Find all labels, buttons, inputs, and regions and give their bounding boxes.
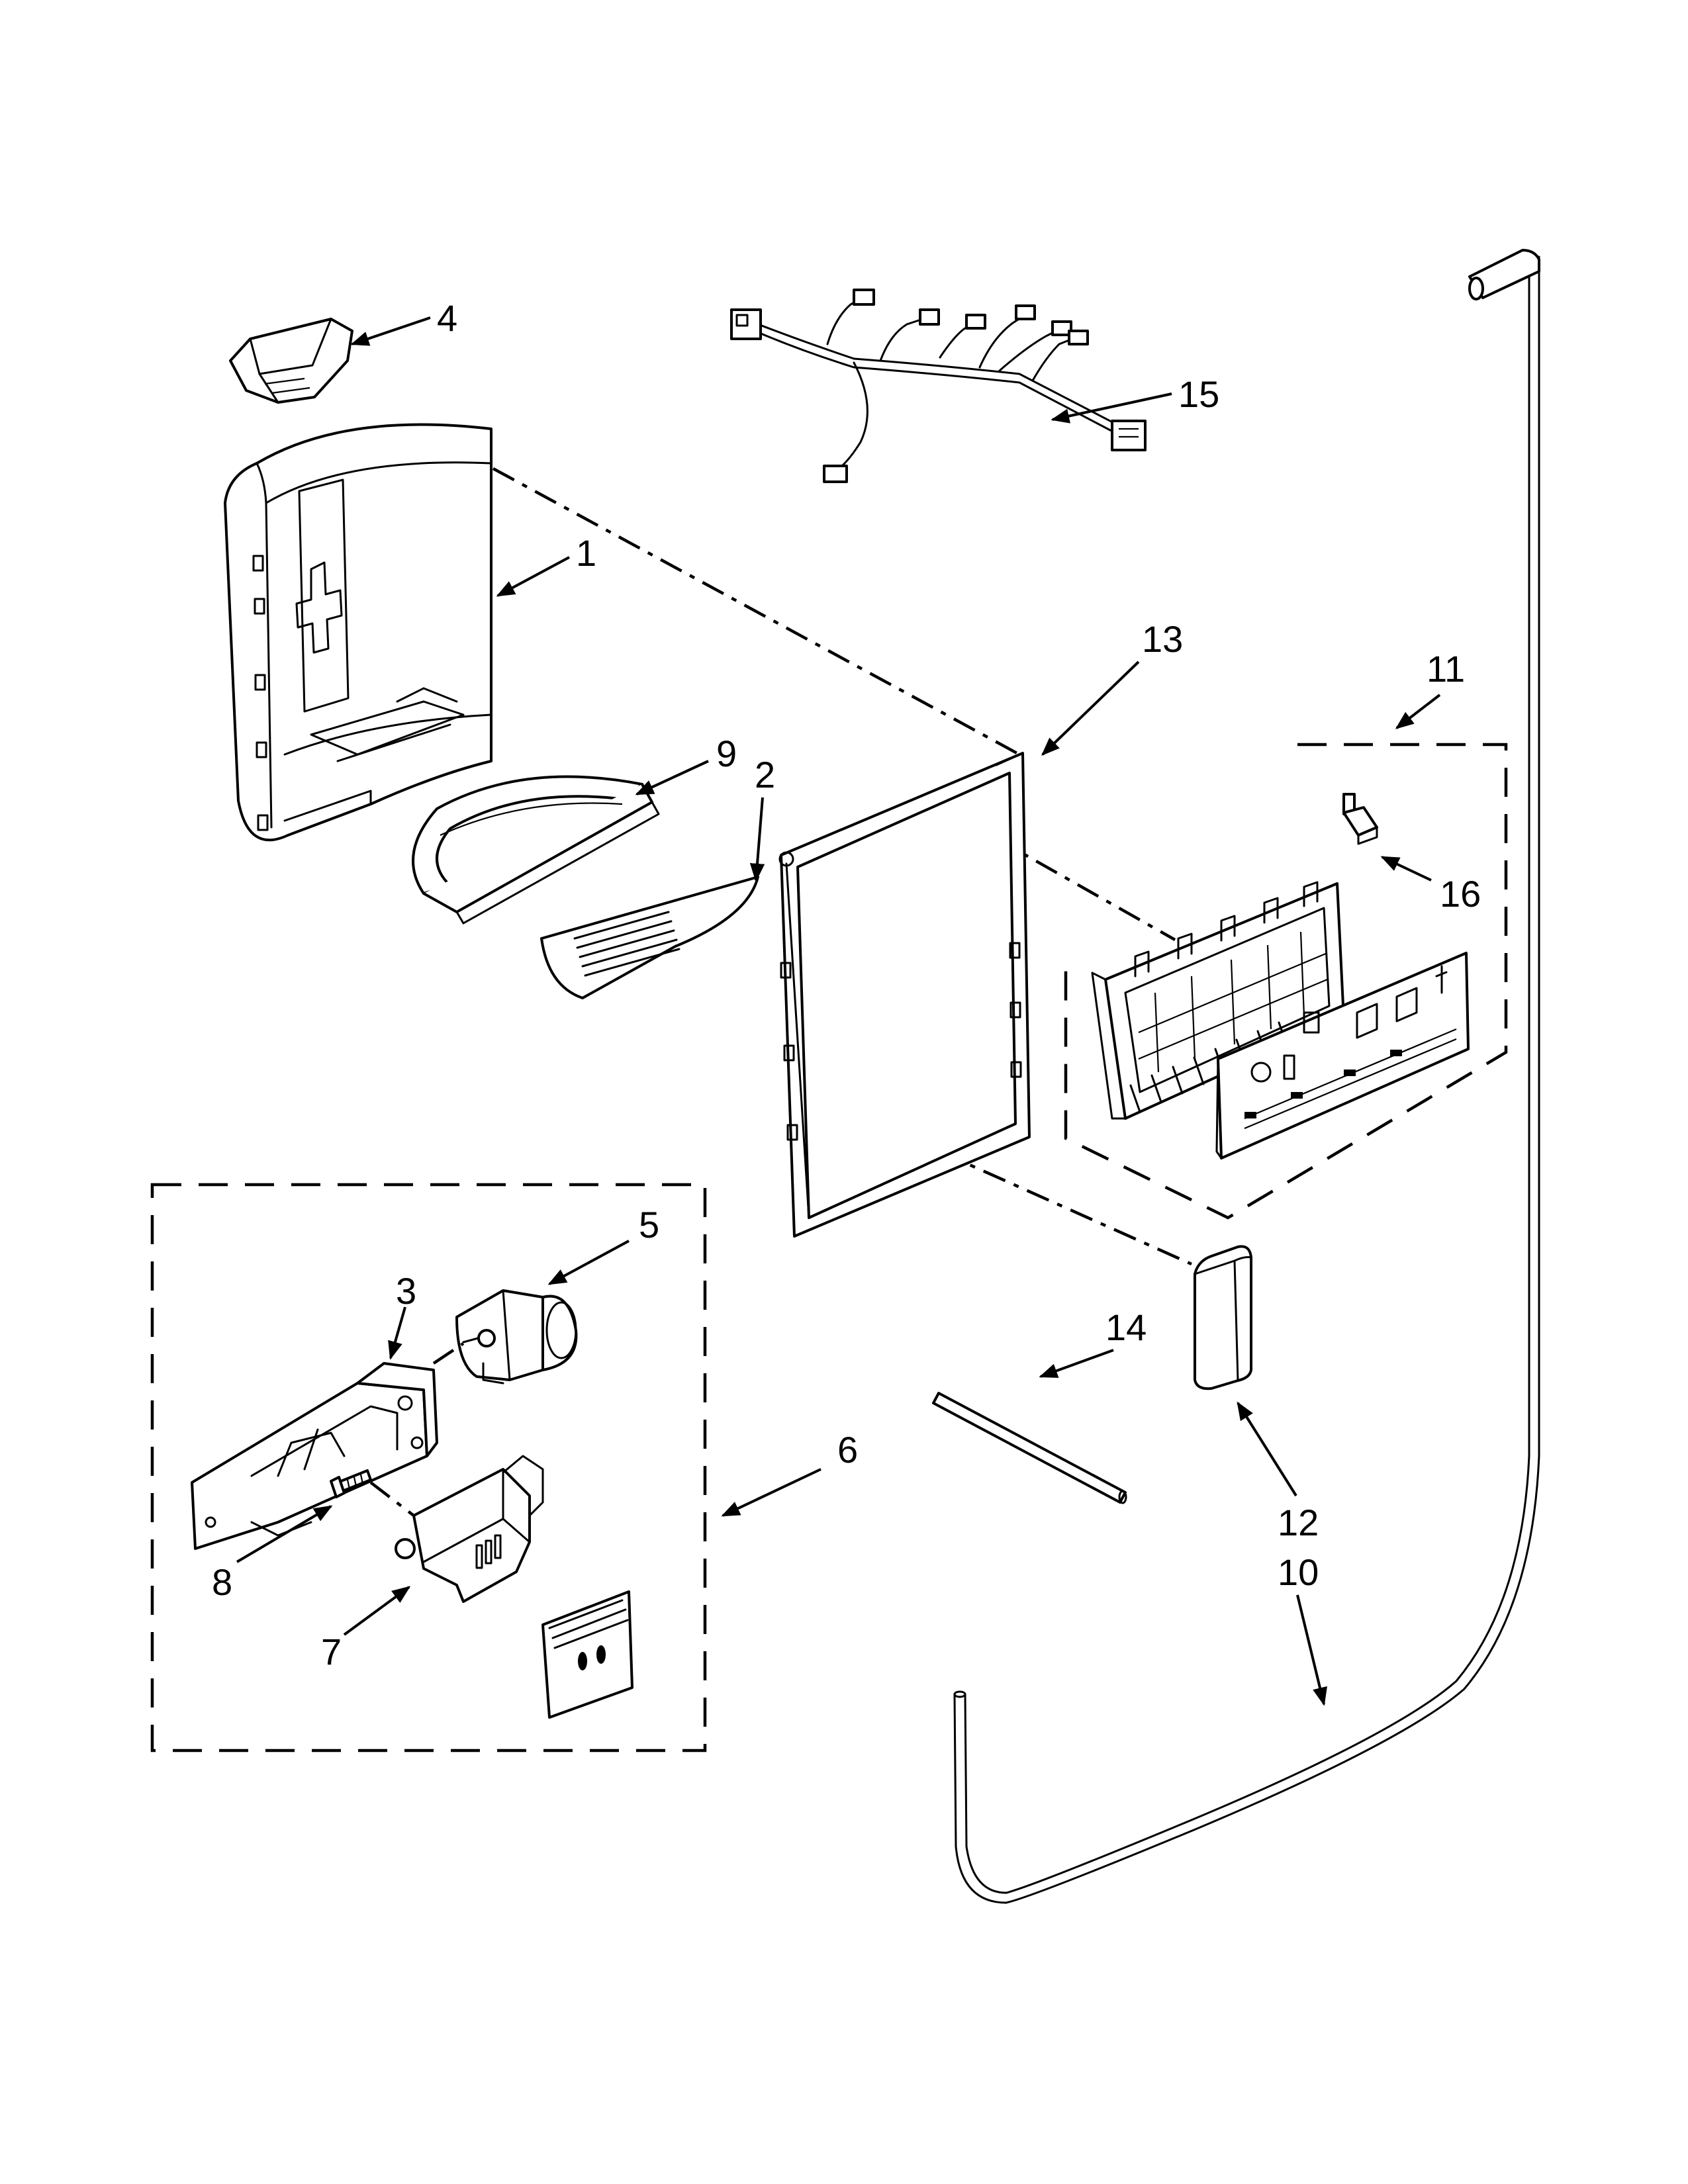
part-dispenser-frame — [778, 752, 1031, 1238]
callout-13: 13 — [1142, 618, 1183, 660]
part-wire-harness — [730, 289, 1147, 483]
part-actuator-bracket — [191, 1362, 438, 1550]
part-ice-door — [540, 876, 759, 999]
callout-10: 10 — [1278, 1551, 1319, 1593]
callout-12: 12 — [1278, 1502, 1319, 1543]
callout-6: 6 — [837, 1429, 858, 1471]
leader-lines — [236, 316, 1441, 1706]
part-motor — [455, 1289, 578, 1385]
housing-mounting-tabs — [252, 555, 269, 831]
callout-5: 5 — [639, 1204, 659, 1246]
callout-4: 4 — [437, 297, 457, 339]
callout-numbers: 4 15 1 13 11 9 2 16 5 3 14 6 12 10 8 7 — [212, 297, 1481, 1672]
part-switch-housing — [395, 1455, 544, 1603]
housing-to-frame-centerline — [492, 467, 1021, 756]
part-switch — [1342, 793, 1378, 845]
frame-to-panel-centerline — [952, 813, 1176, 941]
callout-15: 15 — [1178, 373, 1219, 415]
callout-8: 8 — [212, 1561, 232, 1603]
part-water-tube — [953, 249, 1540, 1904]
callout-2: 2 — [755, 754, 775, 796]
actuator-assembly-group-boundary — [150, 1183, 707, 1752]
callout-9: 9 — [716, 733, 737, 774]
part-control-panel-assembly — [1091, 881, 1470, 1160]
part-ice-door-gasket — [412, 775, 660, 925]
callout-7: 7 — [321, 1631, 342, 1672]
callout-14: 14 — [1105, 1306, 1147, 1348]
screw-to-switch-centerline — [369, 1481, 415, 1517]
motor-to-bracket-centerline — [432, 1342, 465, 1365]
callout-16: 16 — [1440, 873, 1481, 915]
part-actuator-pad — [541, 1590, 633, 1719]
part-dispenser-housing — [224, 423, 492, 842]
frame-mounting-clips — [780, 942, 1022, 1141]
callout-3: 3 — [396, 1270, 416, 1312]
callout-1: 1 — [576, 532, 596, 574]
callout-11: 11 — [1427, 648, 1465, 690]
part-screw — [330, 1469, 372, 1498]
frame-to-cover-centerline — [939, 1150, 1192, 1266]
panel-top-tabs — [1134, 881, 1319, 978]
part-ice-chute-cap — [229, 318, 353, 404]
part-rod — [932, 1392, 1127, 1504]
part-cover — [1194, 1245, 1252, 1390]
